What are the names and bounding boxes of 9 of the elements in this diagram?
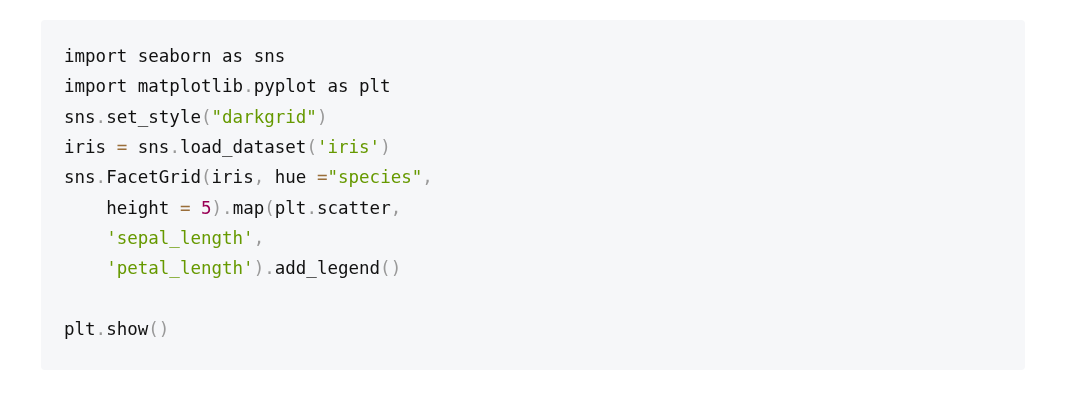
code-line: sns.set_style("darkgrid") <box>64 105 328 129</box>
code-line: import matplotlib.pyplot as plt <box>64 75 391 99</box>
code-line: 'petal_length').add_legend() <box>106 257 402 281</box>
code-line: sns.FacetGrid(iris, hue ="species", <box>64 166 433 190</box>
code-line: iris = sns.load_dataset('iris') <box>64 135 391 159</box>
code-line: height = 5).map(plt.scatter, <box>106 196 402 220</box>
code-line: import seaborn as sns <box>64 45 286 68</box>
code-line: plt.show() <box>64 317 170 341</box>
code-line: 'sepal_length', <box>106 226 265 250</box>
